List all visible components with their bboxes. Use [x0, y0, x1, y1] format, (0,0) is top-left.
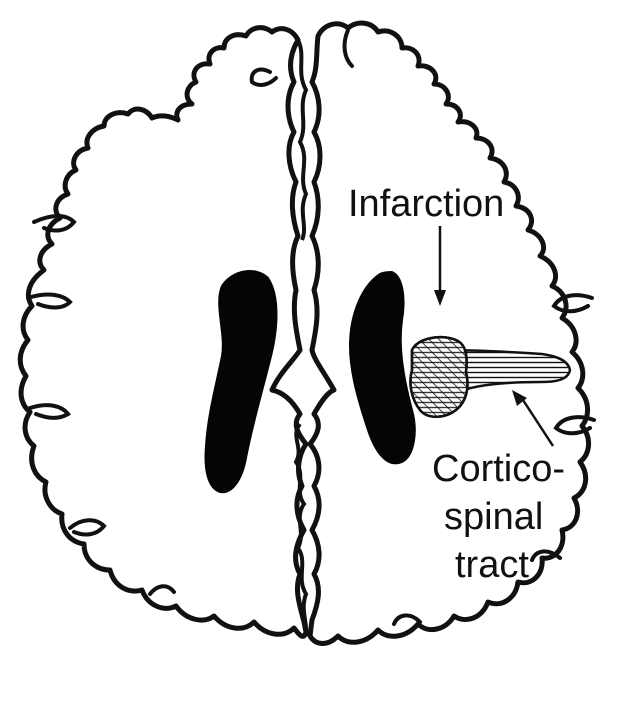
corticospinal-label-line1: Cortico- — [432, 448, 565, 490]
infarction-label: Infarction — [348, 183, 504, 225]
corticospinal-label-line3: tract — [455, 544, 529, 586]
interhemispheric-fissure-top — [298, 40, 306, 240]
corticospinal-label-line2: spinal — [444, 496, 543, 538]
